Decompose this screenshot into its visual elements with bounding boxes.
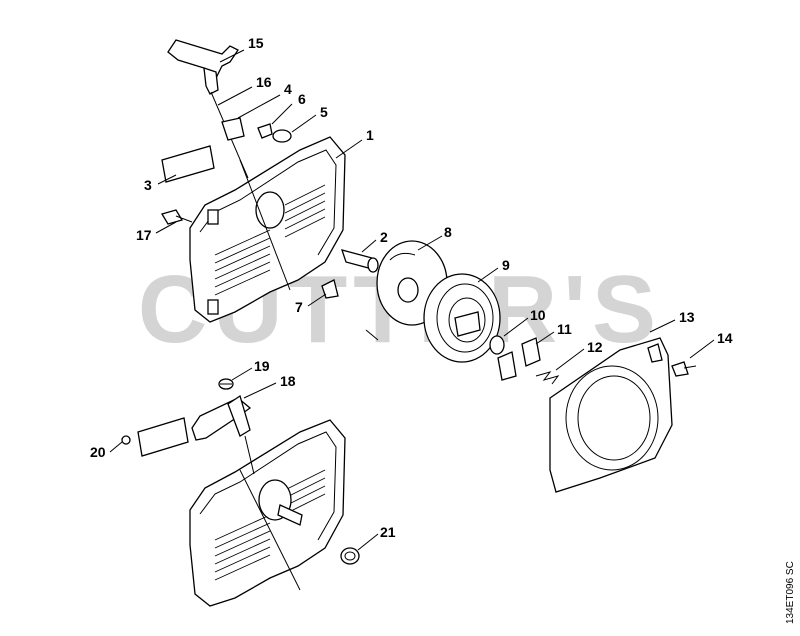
rope-guide-bush	[221, 117, 245, 141]
drawing-code: 134ET096 SC	[785, 561, 796, 624]
screw-14	[671, 361, 697, 377]
screw-17	[161, 209, 183, 225]
callout-2: 2	[380, 229, 388, 245]
spring-housing-9	[423, 273, 501, 363]
grip-nut-19	[218, 378, 234, 390]
callout-17: 17	[136, 227, 152, 243]
upper-fan-housing	[189, 136, 346, 323]
callout-4: 4	[284, 81, 292, 97]
washer-5	[272, 129, 292, 143]
callout-7: 7	[295, 299, 303, 315]
callout-6: 6	[298, 91, 306, 107]
callout-16: 16	[256, 74, 272, 90]
spindle-2	[341, 249, 379, 273]
callout-13: 13	[679, 309, 695, 325]
decal-plate-3	[161, 145, 215, 183]
callout-11: 11	[557, 321, 572, 337]
rope-guide-nut	[257, 123, 273, 139]
starter-grip-upper	[167, 39, 239, 95]
pawl-11a	[497, 351, 517, 381]
starter-grip-lower	[191, 394, 252, 441]
leader-lines	[109, 49, 715, 551]
callout-9: 9	[502, 257, 510, 273]
washer-21	[340, 547, 360, 565]
callout-3: 3	[144, 177, 152, 193]
o-ring-20	[121, 435, 131, 445]
callout-15: 15	[248, 35, 264, 51]
lower-fan-housing	[189, 419, 346, 607]
washer-10	[489, 335, 505, 355]
decal-plate-20	[137, 417, 189, 457]
callout-14: 14	[717, 330, 733, 346]
callout-1: 1	[366, 127, 374, 143]
callout-12: 12	[587, 339, 603, 355]
callout-10: 10	[530, 307, 546, 323]
callout-19: 19	[254, 358, 270, 374]
callout-21: 21	[380, 524, 396, 540]
pawl-11b	[521, 337, 541, 367]
callout-8: 8	[444, 224, 452, 240]
callout-18: 18	[280, 373, 296, 389]
pawl-7	[321, 279, 339, 299]
fan-cover-13	[549, 337, 673, 493]
callout-5: 5	[320, 104, 328, 120]
callout-labels: 1 2 3 4 5 6 7 8 9 10 11 12 13 14 15 16 1…	[90, 35, 733, 540]
starter-rope-lower	[244, 435, 255, 475]
spring-clip-12	[535, 371, 560, 385]
callout-20: 20	[90, 444, 106, 460]
